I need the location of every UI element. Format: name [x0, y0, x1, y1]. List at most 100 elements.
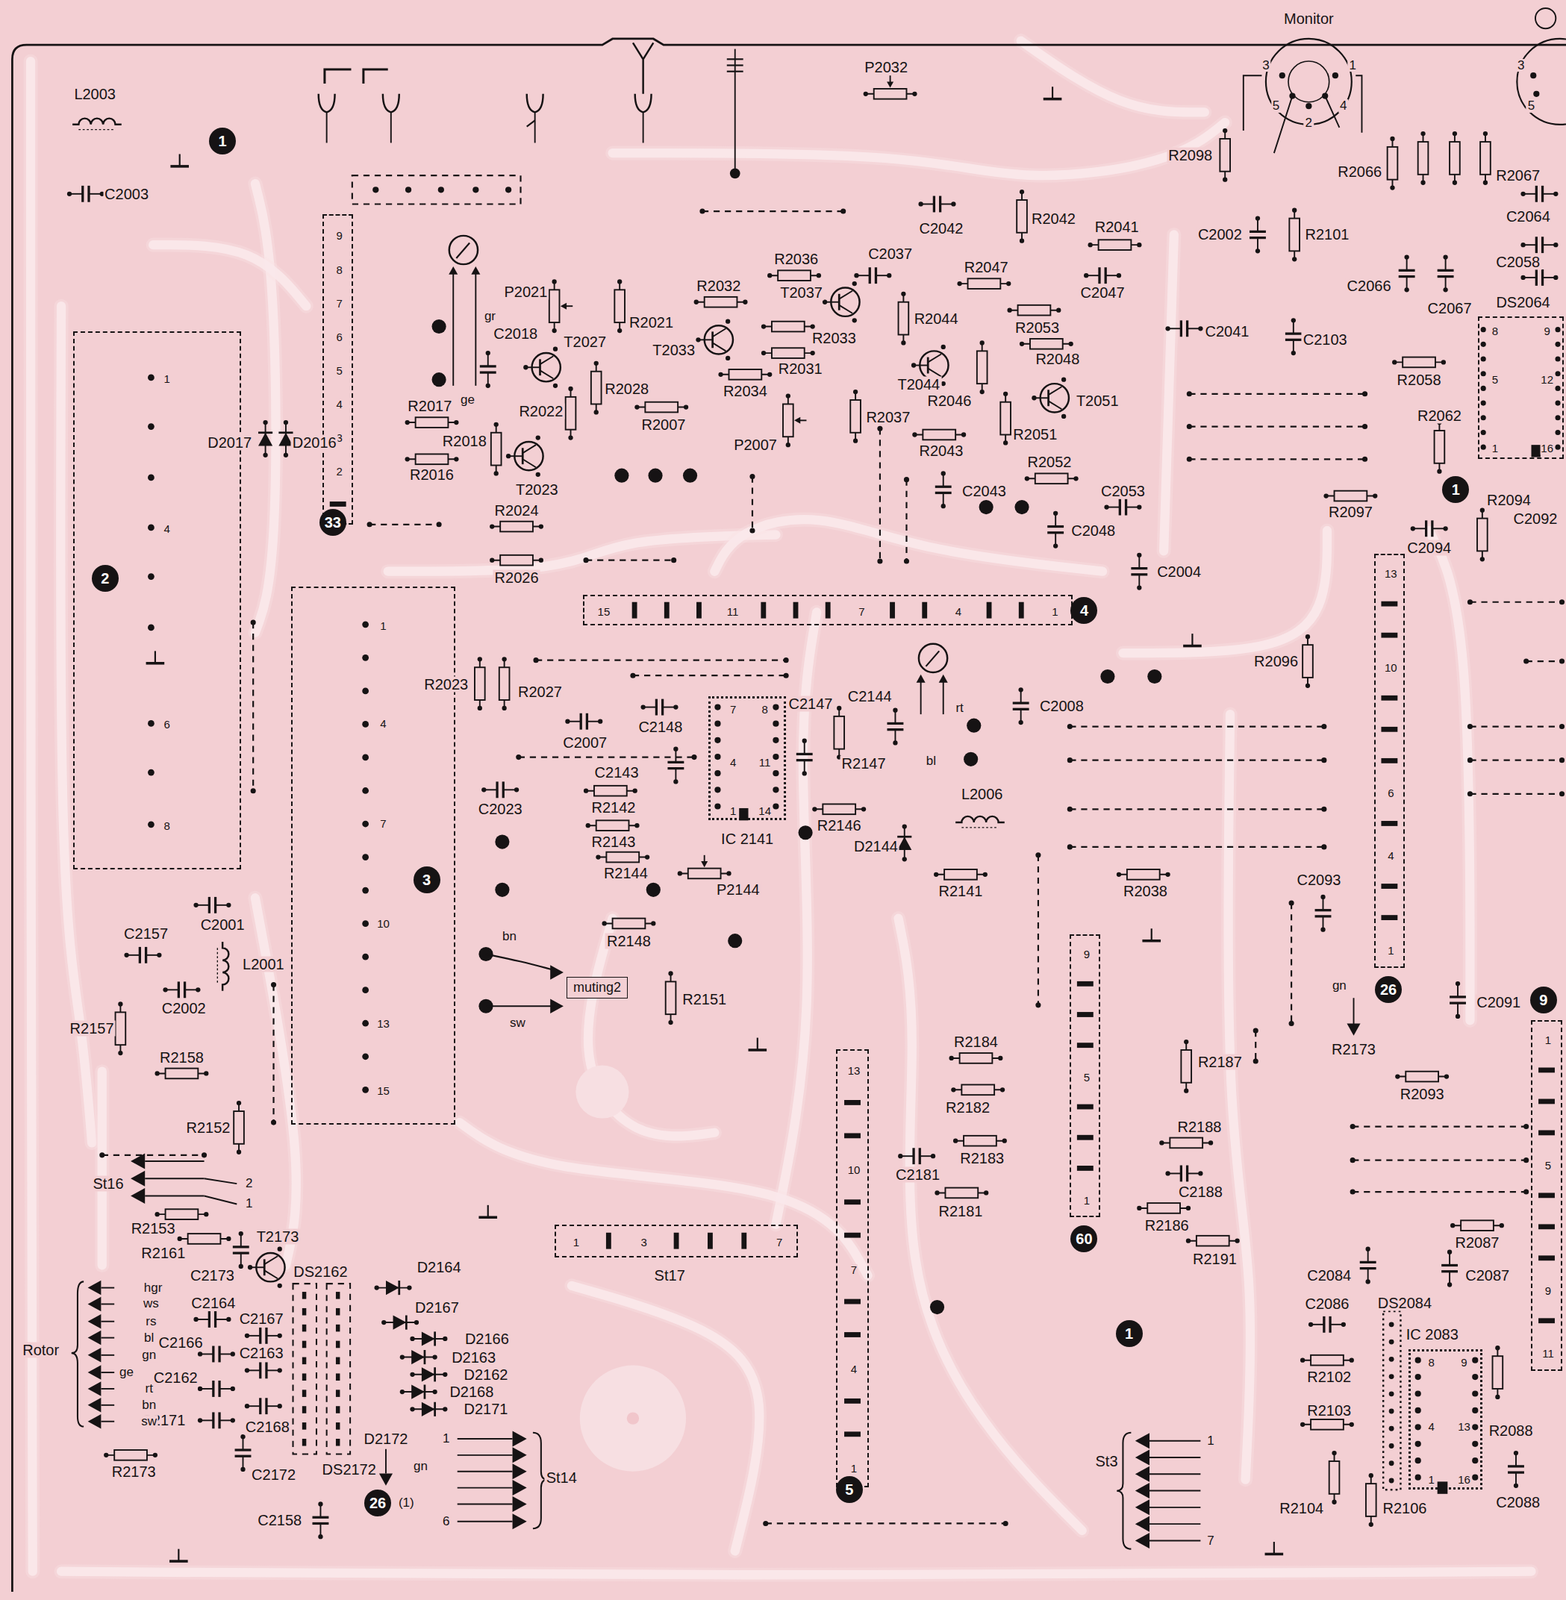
capacitor-plate	[183, 981, 186, 998]
solder-pad	[956, 281, 962, 286]
arrow-head	[886, 81, 894, 88]
solder-pad	[1255, 215, 1260, 221]
component-symbol	[634, 402, 689, 413]
connector-pin	[844, 1332, 861, 1338]
connector-outline: 1310641	[1374, 553, 1405, 969]
ic-pin	[1555, 385, 1561, 392]
ground-stem	[1051, 86, 1054, 99]
solder-pad	[767, 372, 772, 377]
solder-pad	[262, 420, 268, 425]
pin-number: 14	[757, 805, 772, 818]
callout-number: 1	[208, 127, 236, 155]
ic-pin	[1555, 370, 1561, 377]
diode-array-outline	[293, 1283, 317, 1455]
pin-number: 5	[335, 365, 344, 377]
pin-dot	[362, 754, 369, 762]
solder-pad	[236, 1100, 242, 1106]
part-label: D2172	[362, 1430, 410, 1447]
component-lead	[100, 1421, 115, 1423]
ic-pin	[1555, 341, 1561, 348]
pin-dot	[147, 474, 155, 482]
solder-pad	[162, 987, 168, 992]
part-label: R2067	[1494, 167, 1542, 184]
pin-label: 1	[1347, 58, 1358, 73]
component-symbol	[897, 824, 912, 862]
copper-trace	[97, 1071, 107, 1266]
pin-label: 1	[244, 1198, 254, 1212]
pin-dot	[302, 1373, 307, 1381]
part-label: C2053	[1099, 482, 1147, 499]
solder-pad	[1003, 1521, 1009, 1527]
solder-pad	[1308, 1322, 1313, 1328]
solder-pad	[532, 657, 539, 663]
solder-pad	[432, 1354, 437, 1360]
component-symbol	[1165, 320, 1203, 337]
component-symbol	[1507, 1451, 1525, 1489]
capacitor-plate	[235, 1448, 252, 1452]
component-symbol	[115, 1001, 127, 1056]
pin-dot	[362, 787, 369, 795]
capacitor-plate	[1097, 267, 1101, 284]
solder-pad	[629, 673, 636, 679]
solder-pad	[1480, 556, 1485, 562]
pin-number: 6	[162, 719, 171, 732]
din-pin	[1533, 91, 1540, 98]
pin-number: 7	[335, 297, 344, 310]
component-symbol	[918, 196, 956, 213]
solder-pad	[1234, 1239, 1240, 1244]
copper-trace-edge	[612, 122, 1226, 176]
solder-pad	[1186, 423, 1193, 430]
component-symbol	[1395, 1071, 1449, 1083]
component-symbol	[1083, 267, 1122, 284]
solder-pad	[903, 558, 910, 564]
part-label: C2094	[1405, 540, 1453, 557]
solder-pad	[501, 656, 507, 662]
part-label: C2002	[160, 1000, 208, 1016]
solder-pad-large	[963, 752, 978, 767]
solder-pad	[900, 291, 906, 297]
component-symbol	[193, 897, 231, 914]
part-label: R2037	[864, 409, 912, 426]
pin-dot	[1389, 1478, 1395, 1484]
connector-outline: 951	[1069, 934, 1101, 1218]
ground-stem	[487, 1205, 489, 1218]
component-lead	[920, 680, 922, 715]
inductor-symbol	[222, 941, 229, 992]
capacitor-plate	[217, 1346, 221, 1363]
capacitor-plate	[1285, 338, 1302, 342]
solder-pad	[154, 1071, 159, 1076]
capacitor-plate	[138, 947, 142, 964]
part-label: C2092	[1512, 510, 1560, 527]
jumper-wire	[1037, 855, 1040, 1006]
trace-layer	[30, 41, 1531, 1576]
solder-pad	[1559, 658, 1565, 664]
part-label: R2007	[640, 416, 688, 433]
solder-pad	[277, 1283, 283, 1289]
solder-pad	[1350, 1124, 1356, 1130]
solder-pad	[980, 340, 985, 345]
capacitor-plate	[312, 1522, 330, 1525]
part-label: C2158	[256, 1513, 304, 1529]
resistor-symbol	[771, 347, 805, 359]
component-symbol	[1012, 687, 1030, 725]
part-label: C2037	[866, 246, 914, 262]
capacitor-plate	[232, 1245, 250, 1249]
solder-pad	[1305, 634, 1310, 639]
copper-trace	[61, 1571, 1531, 1576]
solder-pad	[568, 435, 573, 440]
part-label: R2034	[721, 382, 769, 399]
arrow-head	[851, 312, 854, 315]
part-label: C2163	[238, 1345, 286, 1362]
capacitor-plate	[1249, 236, 1266, 239]
component-symbol	[1165, 1165, 1203, 1183]
pin-dot	[1389, 1374, 1395, 1380]
arrow-head	[88, 1330, 102, 1346]
resistor-symbol	[1434, 430, 1446, 464]
resistor-symbol	[874, 88, 907, 100]
solder-pad	[244, 1333, 250, 1339]
pin-dot	[147, 423, 155, 430]
ic-pin	[1471, 1357, 1478, 1364]
solder-pad	[632, 788, 638, 794]
capacitor-plate	[264, 1362, 268, 1379]
pin-dot	[302, 1389, 307, 1398]
